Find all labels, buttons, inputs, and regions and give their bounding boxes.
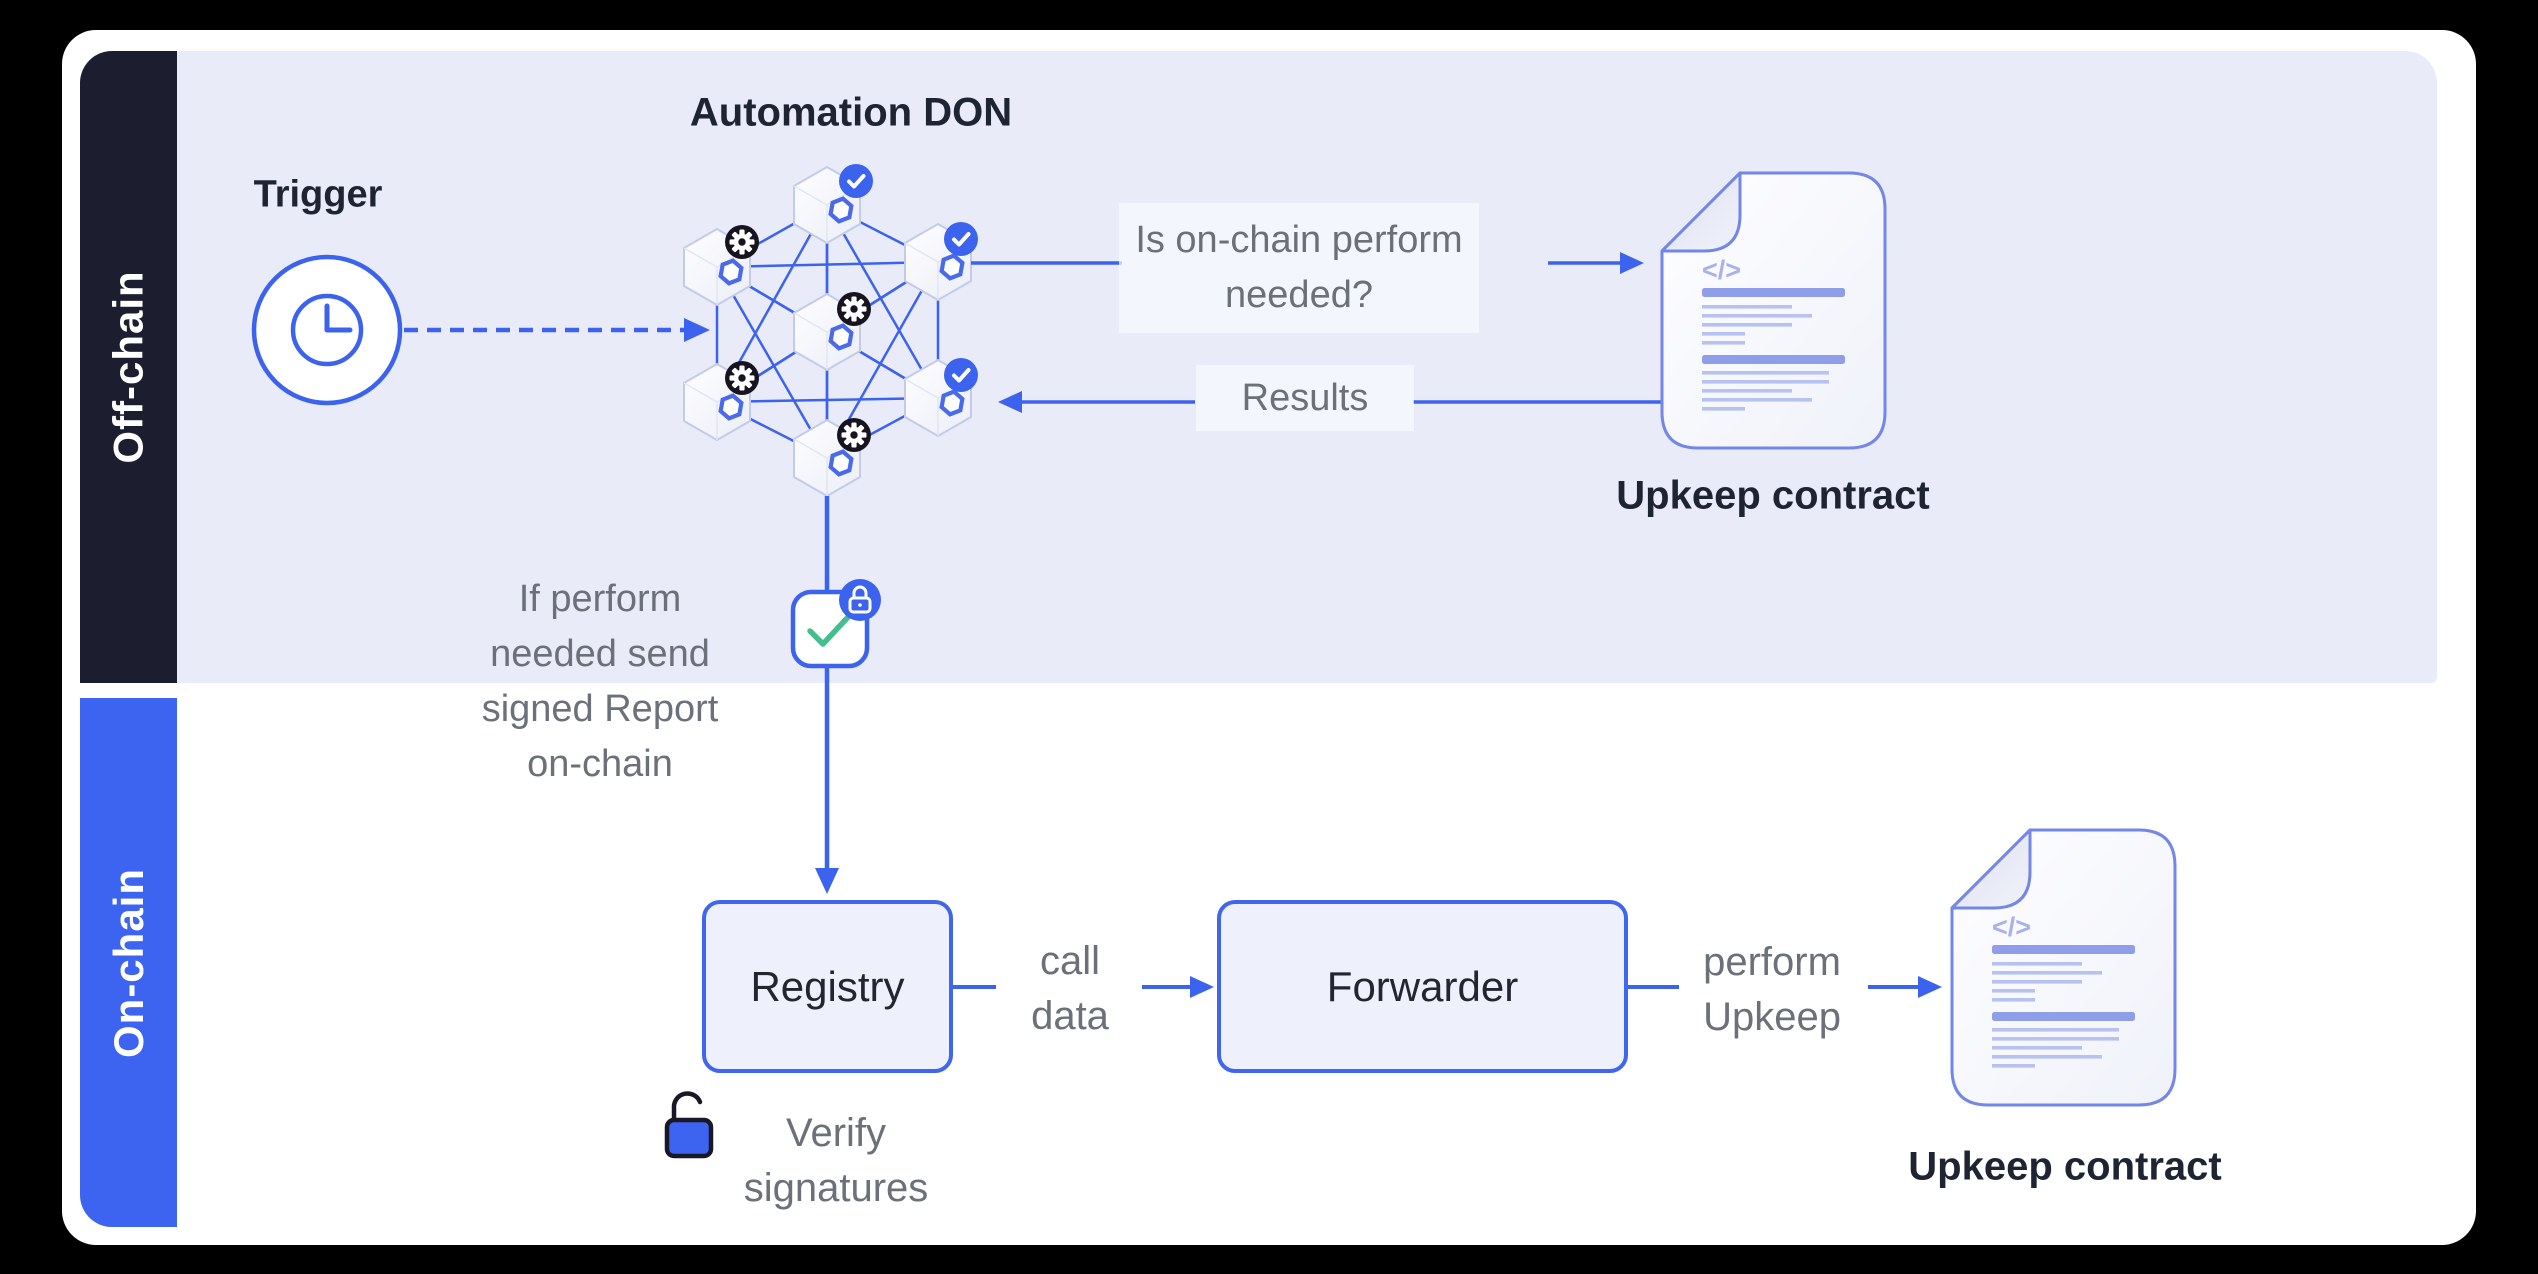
report-note-line-1: If perform	[518, 578, 682, 620]
gear-badge-icon	[837, 292, 871, 326]
perform-upkeep-line-1: perform	[1703, 940, 1841, 984]
verify-signatures-label: Verify signatures	[744, 1106, 929, 1216]
trigger-arrow	[404, 318, 710, 342]
upkeep-contract-document-bottom	[1950, 828, 2177, 1107]
question-line-1: Is on-chain perform	[1135, 219, 1463, 261]
off-chain-rail: Off-chain	[80, 51, 177, 683]
forwarder-box: Forwarder	[1217, 900, 1628, 1073]
call-data-label: call data	[1031, 934, 1109, 1044]
registry-box: Registry	[702, 900, 953, 1073]
question-arrow	[971, 252, 1644, 274]
upkeep-contract-document-top	[1660, 171, 1887, 450]
check-badge-icon	[837, 162, 875, 200]
perform-upkeep-label: perform Upkeep	[1703, 935, 1841, 1045]
signed-report-arrow	[815, 496, 839, 894]
automation-don-network	[684, 162, 980, 496]
signed-report-box	[790, 579, 881, 669]
clock-icon	[251, 254, 403, 406]
call-data-line-2: data	[1031, 994, 1109, 1038]
call-data-arrow	[953, 976, 1214, 998]
report-note-line-3: signed Report	[481, 688, 719, 730]
forwarder-label: Forwarder	[1326, 962, 1519, 1010]
results-text: Results	[1241, 376, 1369, 419]
results-arrow	[998, 391, 1662, 413]
results-label: Results	[1196, 365, 1414, 431]
check-badge-icon	[942, 220, 980, 258]
checkmark-icon	[807, 613, 852, 647]
report-note-line-2: needed send	[490, 633, 710, 675]
report-note-label: If perform needed send signed Report on-…	[482, 572, 719, 792]
perform-upkeep-line-2: Upkeep	[1703, 995, 1841, 1039]
verify-signatures-line-1: Verify	[785, 1111, 887, 1155]
lock-badge-icon	[839, 579, 881, 621]
gear-badge-icon	[725, 225, 759, 259]
gear-badge-icon	[837, 418, 871, 452]
check-badge-icon	[942, 356, 980, 394]
trigger-label: Trigger	[253, 173, 383, 216]
report-note-line-4: on-chain	[527, 743, 673, 785]
question-line-2: needed?	[1225, 274, 1373, 316]
perform-upkeep-arrow	[1628, 976, 1942, 998]
unlock-icon	[664, 1091, 714, 1159]
question-label: Is on-chain perform needed?	[1119, 203, 1479, 333]
on-chain-rail: On-chain	[80, 698, 177, 1227]
call-data-line-1: call	[1039, 939, 1101, 983]
upkeep-contract-label-bottom: Upkeep contract	[1908, 1144, 2222, 1189]
gear-badge-icon	[725, 361, 759, 395]
verify-signatures-line-2: signatures	[743, 1166, 929, 1210]
upkeep-contract-label-top: Upkeep contract	[1616, 473, 1930, 518]
registry-label: Registry	[750, 962, 905, 1010]
automation-don-label: Automation DON	[689, 90, 1013, 135]
